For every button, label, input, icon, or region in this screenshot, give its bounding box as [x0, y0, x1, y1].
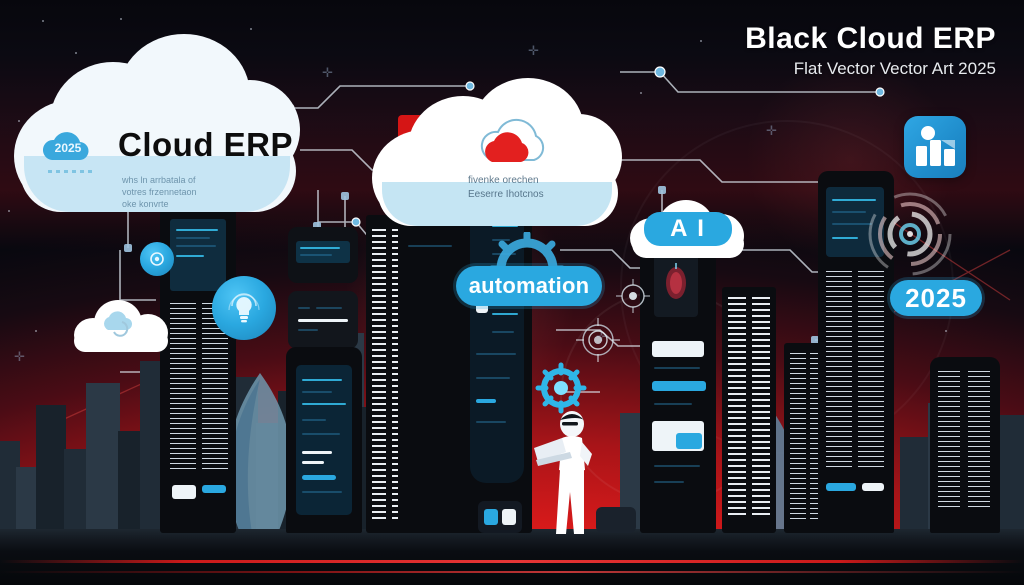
- star: [18, 120, 20, 122]
- cloud-center-body: fivenke orechen Eeserre Ihotcnos: [468, 174, 544, 202]
- star: [35, 330, 37, 332]
- server-box: [478, 501, 522, 533]
- capsule-icon: [666, 263, 686, 299]
- analytics-app-icon[interactable]: [904, 116, 966, 178]
- data-tower: [160, 193, 236, 533]
- cloud-erp-body-line: whs ln arrbatala of: [122, 175, 196, 185]
- cloud-icon-year: 2025: [55, 141, 82, 155]
- star: [8, 210, 10, 212]
- ai-cloud-badge[interactable]: A I: [630, 198, 746, 262]
- ground-accent-line: [0, 560, 1024, 563]
- red-cloud-icon: [480, 118, 545, 162]
- data-tower: [286, 347, 362, 533]
- data-tower: [640, 233, 716, 533]
- cloud-center-body-line: Eeserre Ihotcnos: [468, 189, 544, 200]
- server-box: [596, 507, 636, 533]
- person-with-laptop: [526, 408, 612, 540]
- data-tower: [930, 357, 1000, 533]
- data-panel: [288, 291, 358, 349]
- cloud-erp-body-line: oke konvrte: [122, 199, 169, 209]
- cloud-sync-icon: [70, 296, 174, 352]
- star: [42, 20, 44, 22]
- lightbulb-icon[interactable]: [212, 276, 276, 340]
- header-block: Black Cloud ERP Flat Vector Vector Art 2…: [745, 22, 996, 80]
- ground-strip: [0, 529, 1024, 585]
- cloud-icon-underline: [48, 170, 94, 173]
- star: [700, 40, 702, 42]
- data-tower: [722, 287, 776, 533]
- star: [945, 330, 947, 332]
- star: [250, 28, 252, 30]
- cloud-center-body-line: fivenke orechen: [468, 175, 539, 186]
- data-panel: [288, 227, 358, 283]
- crystal-shape: [227, 373, 293, 533]
- plus-marker: ✛: [766, 123, 777, 138]
- radar-icon: [862, 186, 958, 282]
- network-node-icon[interactable]: [140, 242, 174, 276]
- node-hub-icon[interactable]: [615, 278, 651, 314]
- cloud-erp-title: Cloud ERP: [118, 126, 293, 163]
- gear-icon[interactable]: [535, 362, 587, 414]
- ground-accent-line: [0, 571, 1024, 573]
- plus-marker: ✛: [528, 43, 539, 58]
- cloud-erp-body-line: votres frzennetaon: [122, 187, 197, 197]
- page-subtitle: Flat Vector Vector Art 2025: [793, 59, 996, 78]
- star: [75, 52, 77, 54]
- plus-marker: ✛: [14, 349, 25, 364]
- cloud-erp-body: whs ln arrbatala of votres frzennetaon o…: [122, 174, 197, 210]
- automation-pill[interactable]: automation: [456, 266, 602, 306]
- star: [640, 92, 642, 94]
- cloud-erp-card: 2025 Cloud ERP whs ln arrbatala of votre…: [14, 34, 300, 212]
- cloud-icon: 2025: [42, 132, 89, 161]
- year-pill[interactable]: 2025: [890, 280, 982, 316]
- plus-marker: ✛: [322, 65, 333, 80]
- ai-chip-label: A I: [644, 212, 732, 246]
- cloud-center-card: fivenke orechen Eeserre Ihotcnos: [372, 78, 622, 228]
- page-title: Black Cloud ERP: [745, 22, 996, 55]
- target-icon[interactable]: [574, 316, 622, 364]
- star: [120, 18, 122, 20]
